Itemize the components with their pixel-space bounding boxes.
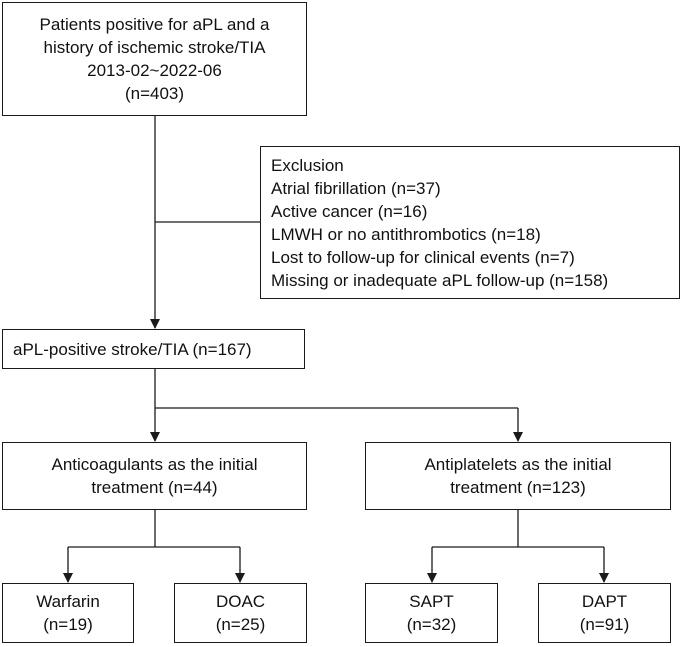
dapt-label: DAPT: [581, 592, 628, 611]
leaf-box-doac: DOAC (n=25): [174, 583, 307, 643]
sapt-label: SAPT: [409, 592, 454, 611]
dapt-count: (n=91): [579, 615, 630, 634]
anticoagulants-box: Anticoagulants as the initial treatment …: [2, 442, 307, 510]
cohort-box: aPL-positive stroke/TIA (n=167): [2, 329, 305, 369]
top-box-line-4: (n=403): [124, 84, 185, 103]
warfarin-count: (n=19): [43, 615, 93, 634]
exclusion-item-af: Atrial fibrillation (n=37): [271, 178, 441, 198]
top-box-line-3: 2013-02~2022-06: [87, 61, 222, 80]
top-box-patients: Patients positive for aPL and a history …: [2, 2, 307, 116]
exclusion-item-missing: Missing or inadequate aPL follow-up (n=1…: [271, 270, 609, 290]
antiplatelets-box: Antiplatelets as the initial treatment (…: [365, 442, 671, 510]
exclusion-title: Exclusion: [271, 155, 344, 175]
anticoagulants-line-2: treatment (n=44): [91, 478, 218, 497]
exclusion-item-lmwh: LMWH or no antithrombotics (n=18): [271, 224, 541, 244]
doac-label: DOAC: [215, 592, 266, 611]
exclusion-item-lost: Lost to follow-up for clinical events (n…: [271, 247, 575, 267]
doac-count: (n=25): [215, 615, 266, 634]
antiplatelets-line-1: Antiplatelets as the initial: [424, 455, 612, 474]
antiplatelets-line-2: treatment (n=123): [450, 478, 586, 497]
cohort-label: aPL-positive stroke/TIA (n=167): [13, 339, 252, 359]
leaf-box-warfarin: Warfarin (n=19): [2, 583, 134, 643]
sapt-count: (n=32): [406, 615, 457, 634]
leaf-box-dapt: DAPT (n=91): [538, 583, 671, 643]
top-box-line-1: Patients positive for aPL and a: [39, 15, 270, 34]
leaf-box-sapt: SAPT (n=32): [365, 583, 498, 643]
exclusion-box: Exclusion Atrial fibrillation (n=37) Act…: [260, 146, 680, 299]
warfarin-label: Warfarin: [36, 592, 100, 611]
exclusion-item-cancer: Active cancer (n=16): [271, 201, 428, 221]
anticoagulants-line-1: Anticoagulants as the initial: [51, 455, 258, 474]
top-box-line-2: history of ischemic stroke/TIA: [43, 38, 266, 57]
